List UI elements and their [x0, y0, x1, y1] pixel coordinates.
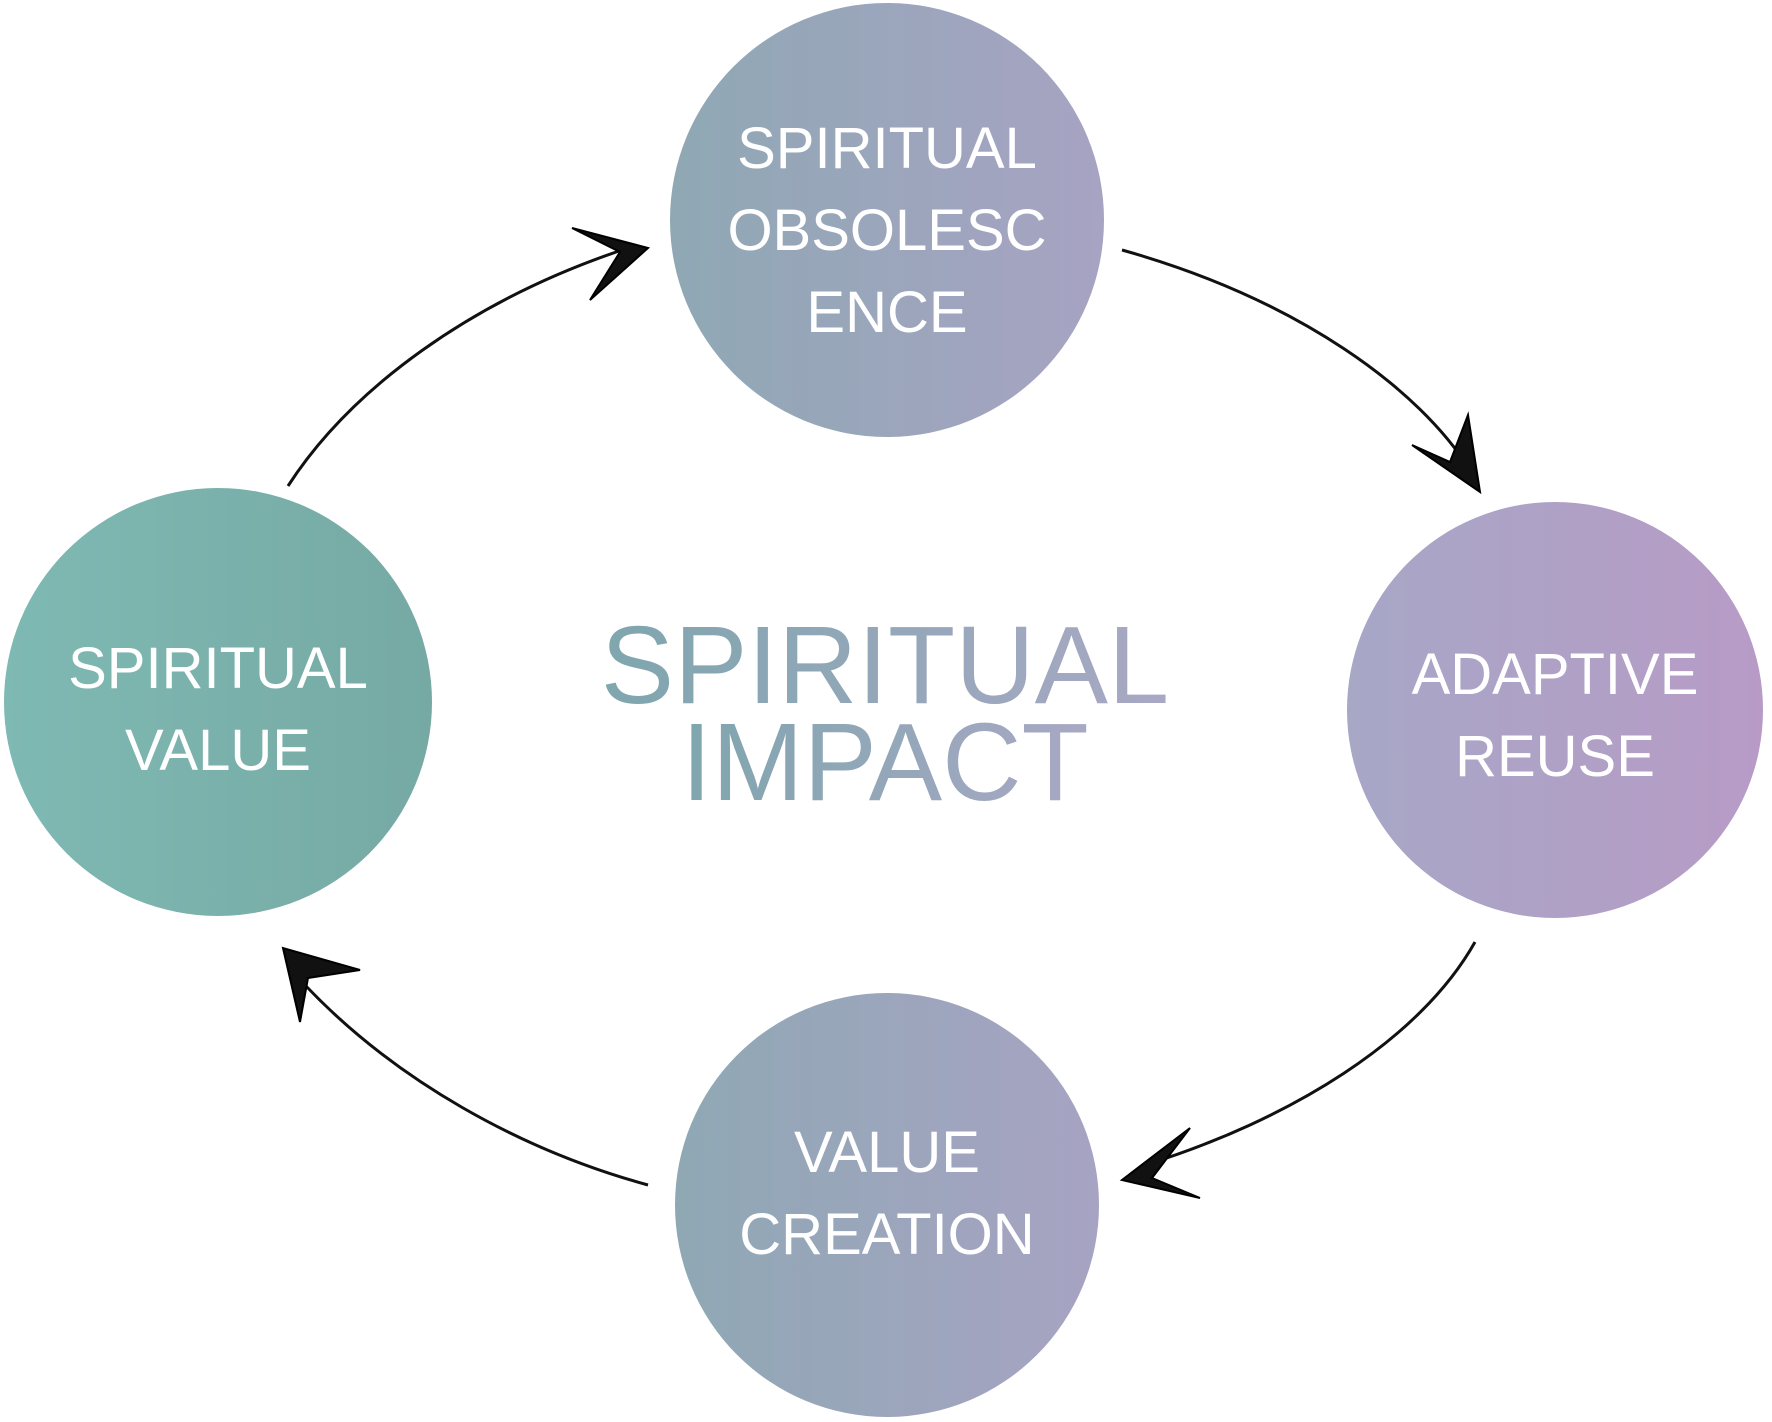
arrowhead-top-icon — [571, 227, 651, 301]
node-left-line2: VALUE — [125, 718, 311, 783]
node-adaptive-reuse: ADAPTIVE REUSE — [1347, 502, 1763, 918]
center-title-line1: SPIRITUAL — [601, 604, 1169, 727]
center-title-line2: IMPACT — [681, 701, 1088, 824]
node-bottom-line1: VALUE — [794, 1120, 980, 1185]
node-bottom-line2: CREATION — [739, 1202, 1034, 1267]
arrowhead-bottom-icon — [1119, 1127, 1201, 1199]
arrowhead-right-icon — [1411, 411, 1482, 495]
node-top-line1: SPIRITUAL — [737, 116, 1037, 181]
node-value-creation: VALUE CREATION — [675, 993, 1099, 1417]
node-spiritual-value: SPIRITUAL VALUE — [4, 488, 432, 916]
node-spiritual-obsolescence: SPIRITUAL OBSOLESC ENCE — [670, 3, 1104, 437]
arc-left-to-top — [286, 246, 629, 487]
arc-right-to-bottom — [1144, 941, 1477, 1167]
arc-top-to-right — [1121, 248, 1472, 471]
node-right-line2: REUSE — [1455, 724, 1655, 789]
center-title: SPIRITUAL IMPACT — [601, 604, 1169, 824]
node-left-line1: SPIRITUAL — [68, 636, 368, 701]
arrowhead-left-icon — [281, 946, 361, 1023]
node-right-line1: ADAPTIVE — [1412, 642, 1699, 707]
node-top-line2: OBSOLESC — [727, 198, 1046, 263]
node-top-line3: ENCE — [806, 280, 967, 345]
arc-bottom-to-left — [303, 983, 649, 1187]
